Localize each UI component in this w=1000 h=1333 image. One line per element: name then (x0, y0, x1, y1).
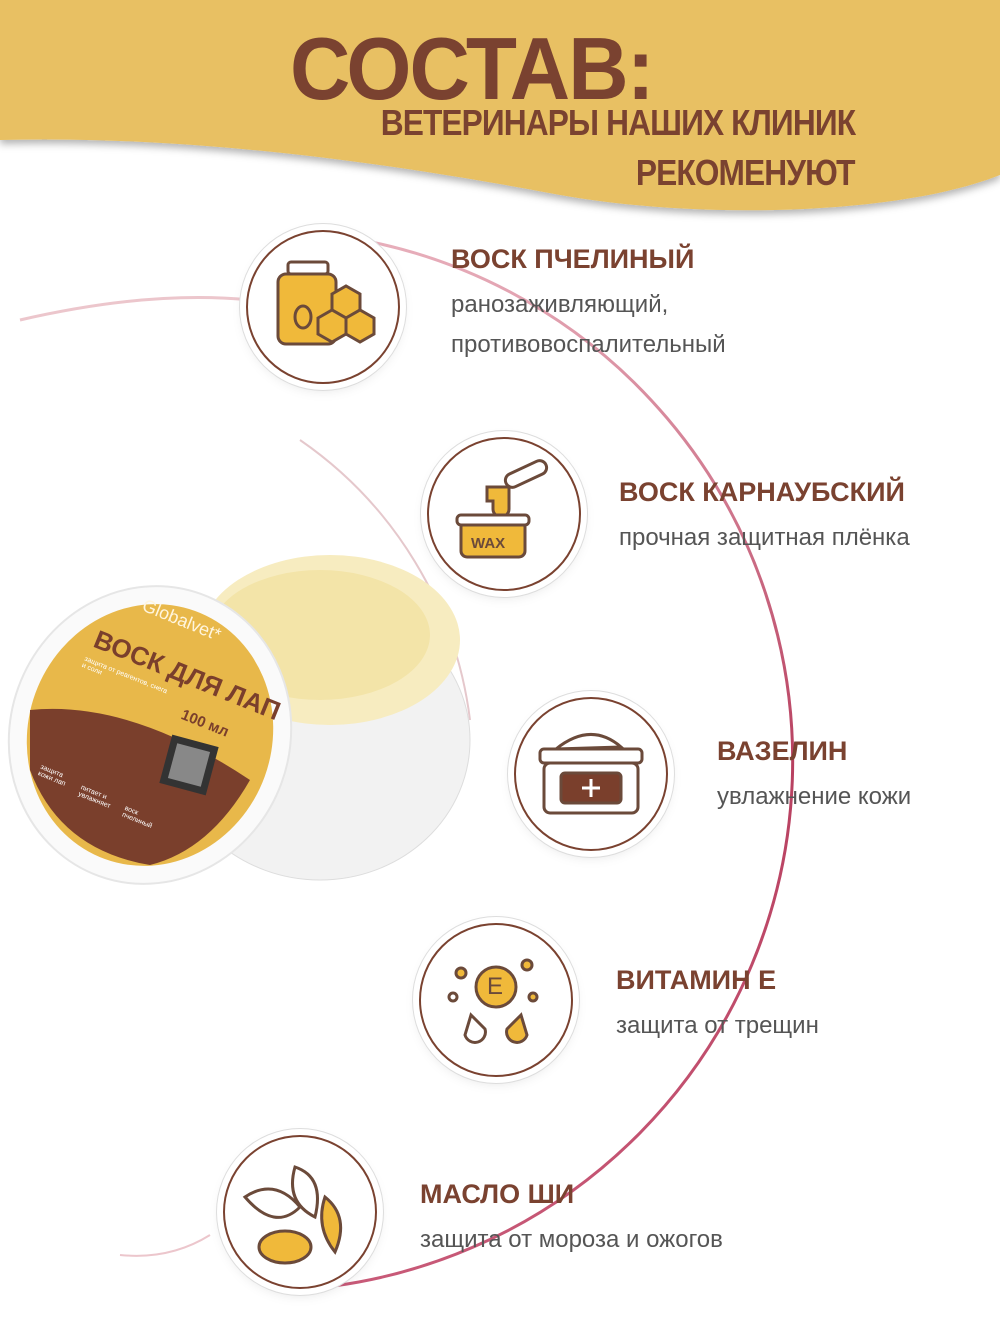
subtitle-line1: ВЕТЕРИНАРЫ НАШИХ КЛИНИК (380, 102, 856, 143)
honey-jar-icon (246, 230, 400, 384)
vitamin-e-label: E (487, 973, 504, 1000)
decor-line (119, 1234, 211, 1257)
ingredient-desc: ранозаживляющий, (451, 291, 669, 318)
ingredient-name: ВАЗЕЛИН (717, 736, 848, 766)
ingredient-name: ВОСК ПЧЕЛИНЫЙ (451, 244, 695, 274)
ingredient-name: ВИТАМИН Е (616, 965, 777, 995)
decor-line (19, 296, 251, 322)
product-jar-image (7, 555, 471, 885)
ingredient-shea-butter: МАСЛО ШИ защита от мороза и ожогов (420, 1179, 723, 1260)
ingredient-vaseline: ВАЗЕЛИН увлажнение кожи (717, 736, 911, 817)
shea-leaves-icon (223, 1135, 377, 1289)
connector-arc (289, 233, 795, 1292)
ingredient-desc: защита от мороза и ожогов (420, 1226, 723, 1253)
ingredient-name: МАСЛО ШИ (420, 1179, 575, 1209)
page-title: СОСТАВ: (290, 19, 655, 118)
ingredient-desc: защита от трещин (616, 1012, 819, 1039)
ingredient-name: ВОСК КАРНАУБСКИЙ (619, 477, 905, 507)
ingredient-desc: увлажнение кожи (717, 783, 912, 810)
ingredient-carnauba-wax: ВОСК КАРНАУБСКИЙ прочная защитная плёнка (619, 477, 910, 558)
wax-icon: WAX (427, 437, 581, 591)
header-wave (0, 0, 1000, 211)
wax-label: WAX (471, 535, 506, 552)
connector-arc-inner (299, 439, 471, 721)
cream-jar-icon (514, 697, 668, 851)
ingredient-desc: противовоспалительный (451, 331, 726, 358)
ingredient-vitamin-e: ВИТАМИН Е защита от трещин (616, 965, 819, 1046)
vitamin-e-icon: E (419, 923, 573, 1077)
ingredient-beeswax: ВОСК ПЧЕЛИНЫЙ ранозаживляющий, противово… (451, 244, 726, 365)
ingredient-desc: прочная защитная плёнка (619, 524, 910, 551)
subtitle-line2: РЕКОМЕНУЮТ (636, 152, 856, 193)
